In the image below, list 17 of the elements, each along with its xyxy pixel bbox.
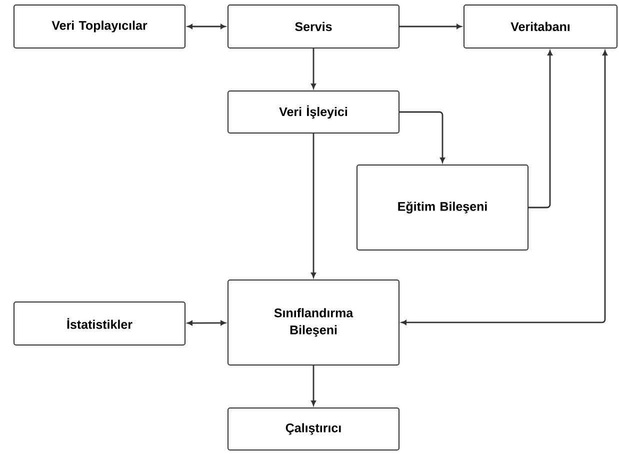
arrow <box>311 48 316 89</box>
process-box: Sınıflandırma Bileşeni <box>228 280 400 366</box>
arrow <box>528 50 552 208</box>
process-box: Çalıştırıcı <box>228 407 400 450</box>
arrow <box>400 111 445 163</box>
process-box: Servis <box>228 4 400 48</box>
process-box: Veri Toplayıcılar <box>14 4 186 48</box>
arrow <box>401 50 608 325</box>
arrow <box>311 133 316 278</box>
process-box: Eğitim Bileşeni <box>356 164 528 250</box>
process-box: Veritabanı <box>464 4 618 48</box>
arrow <box>187 24 226 29</box>
arrow <box>187 320 226 326</box>
process-box: İstatistikler <box>14 302 186 346</box>
arrow <box>400 24 462 29</box>
arrow <box>311 365 316 406</box>
process-box: Veri İşleyici <box>228 90 400 134</box>
